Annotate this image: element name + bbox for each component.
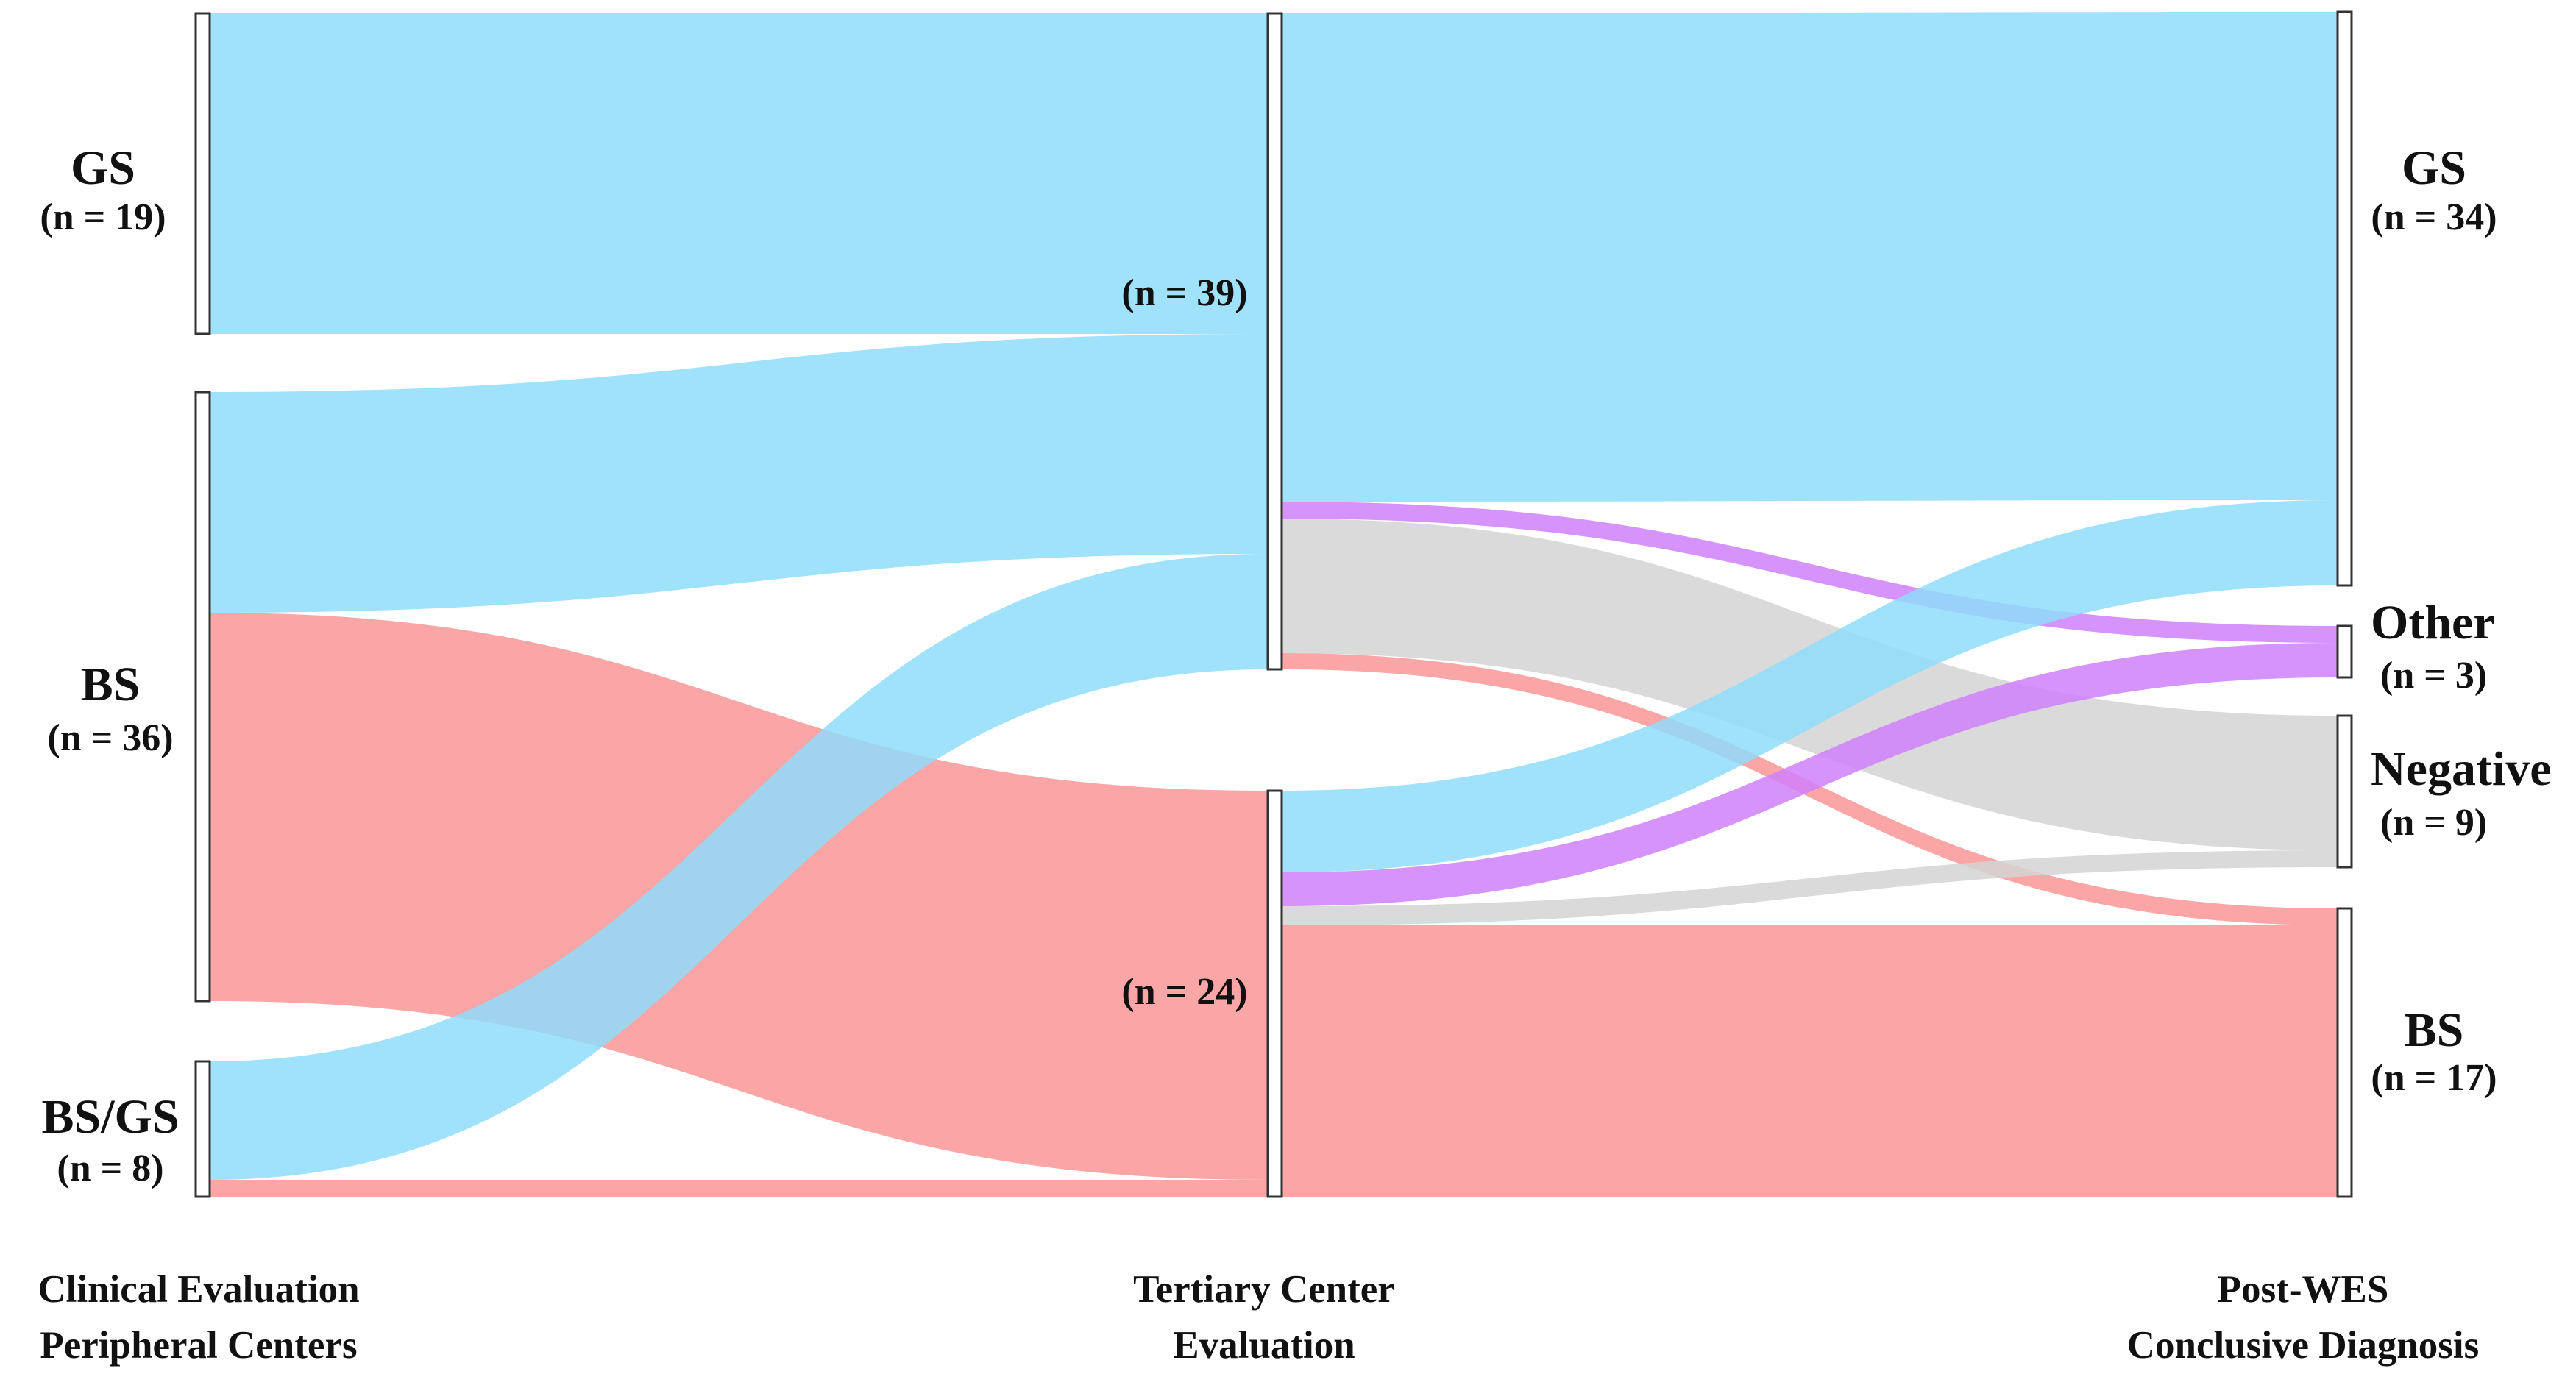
flow-c1_bsgs-to-c2_bs	[210, 1180, 1268, 1197]
node-c2_bs	[1266, 789, 1283, 1198]
flow-c1_bs-to-c2_gs	[210, 334, 1268, 613]
node-c1_gs	[194, 12, 211, 335]
label-c2_bs-count: (n = 24)	[1121, 971, 1247, 1013]
flow-c2_bs-to-c3_gs	[1282, 500, 2338, 872]
node-c3_other	[2336, 624, 2353, 679]
nodes	[194, 10, 2353, 1198]
flow-c2_bs-to-c3_bs	[1282, 925, 2338, 1197]
flows	[210, 12, 2338, 1197]
node-c1_bs	[194, 391, 211, 1003]
node-labels: GS(n = 19)BS(n = 36)BS/GS(n = 8)(n = 39)…	[40, 141, 2551, 1189]
label-c3_other-count: (n = 3)	[2380, 655, 2487, 697]
node-c3_bs	[2336, 907, 2353, 1198]
node-c3_gs	[2336, 10, 2353, 587]
column-2-title-line-1: Tertiary Center	[1133, 1268, 1395, 1311]
label-c1_gs-count: (n = 19)	[40, 196, 166, 238]
node-c1_bsgs	[194, 1060, 211, 1198]
node-c3_neg	[2336, 714, 2353, 869]
column-3-title-line-2: Conclusive Diagnosis	[2127, 1324, 2480, 1367]
flow-c1_gs-to-c2_gs	[210, 13, 1268, 334]
flow-c2_bs-to-c3_neg	[1282, 850, 2338, 925]
label-c3_gs-count: (n = 34)	[2371, 196, 2497, 238]
label-c1_gs-name: GS	[71, 141, 135, 195]
label-c2_gs-count: (n = 39)	[1121, 272, 1247, 314]
label-c1_bsgs-count: (n = 8)	[57, 1147, 163, 1189]
column-3-title-line-1: Post-WES	[2218, 1268, 2389, 1311]
flow-c2_gs-to-c3_other	[1282, 502, 2338, 643]
label-c3_neg-count: (n = 9)	[2380, 802, 2487, 844]
column-1-title-line-2: Peripheral Centers	[40, 1324, 357, 1367]
label-c3_neg-name: Negative	[2371, 742, 2552, 796]
node-c2_gs	[1266, 12, 1283, 671]
label-c1_bsgs-name: BS/GS	[41, 1090, 179, 1144]
label-c3_bs-name: BS	[2405, 1003, 2464, 1057]
label-c3_gs-name: GS	[2402, 141, 2466, 195]
label-c1_bs-name: BS	[81, 658, 141, 711]
flow-c1_bsgs-to-c2_gs	[210, 554, 1268, 1180]
column-1-title-line-1: Clinical Evaluation	[38, 1268, 359, 1311]
flow-c2_gs-to-c3_gs	[1282, 12, 2338, 502]
label-c3_bs-count: (n = 17)	[2371, 1057, 2497, 1099]
label-c3_other-name: Other	[2371, 596, 2495, 649]
column-2-title-line-2: Evaluation	[1173, 1324, 1355, 1367]
label-c1_bs-count: (n = 36)	[47, 717, 173, 759]
flow-c2_bs-to-c3_other	[1282, 643, 2338, 906]
